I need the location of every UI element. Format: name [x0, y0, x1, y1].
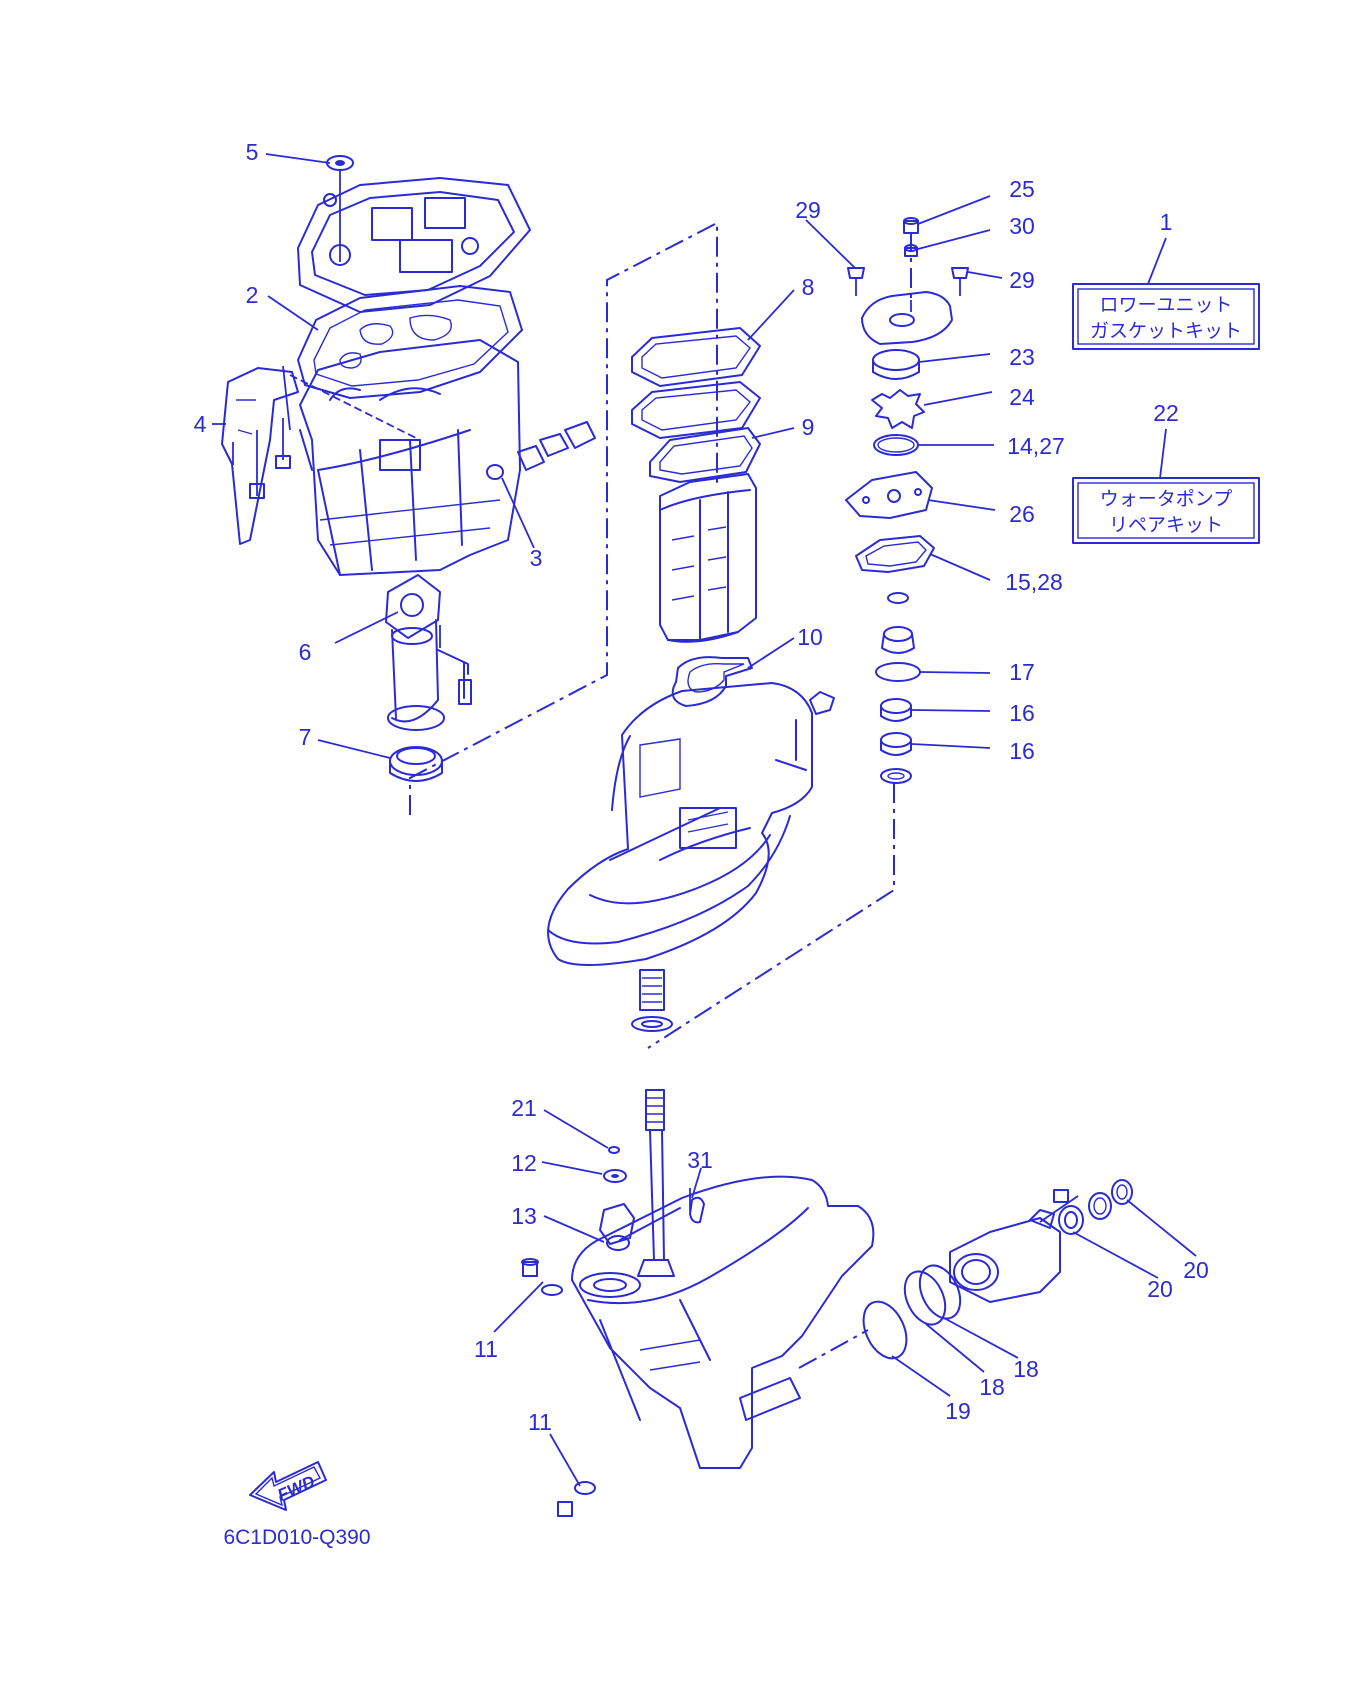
- callout-8: 8: [802, 274, 815, 300]
- callout-20-left: 20: [1147, 1276, 1173, 1302]
- callout-16-lower: 16: [1009, 738, 1035, 764]
- fwd-arrow: FWD: [249, 1461, 327, 1511]
- part-6-bracket: [385, 574, 472, 731]
- lower-casing: [547, 682, 835, 966]
- callout-12: 12: [511, 1150, 537, 1176]
- callout-31: 31: [687, 1147, 713, 1173]
- assembly-lines: [409, 221, 912, 1369]
- callout-7: 7: [299, 724, 312, 750]
- callout-numbers: 5 2 4 3 6 7 8 9 10 29 25 30 29 23 24 14,…: [194, 139, 1209, 1435]
- callout-9: 9: [802, 414, 815, 440]
- gear-case: [571, 1175, 875, 1469]
- kit-box-water-pump-repair[interactable]: 22 ウォータポンプ リペアキット: [1072, 400, 1260, 544]
- part-10-gasket: [671, 656, 753, 707]
- kit-name-line1: ロワーユニット: [1099, 295, 1232, 316]
- callout-5: 5: [246, 139, 259, 165]
- callout-21: 21: [511, 1095, 537, 1121]
- callout-17: 17: [1009, 659, 1035, 685]
- callout-20-right: 20: [1183, 1257, 1209, 1283]
- leader-lines: [212, 153, 1197, 1487]
- callout-29-right: 29: [1009, 267, 1035, 293]
- callout-11-upper: 11: [474, 1336, 498, 1362]
- drive-shaft: [631, 969, 675, 1277]
- callout-23: 23: [1009, 344, 1035, 370]
- part-7-seal: [389, 746, 443, 782]
- callout-25: 25: [1009, 176, 1035, 202]
- callout-30: 30: [1009, 213, 1035, 239]
- water-pump-parts: [845, 217, 969, 784]
- callout-29-left: 29: [795, 197, 821, 223]
- callout-16-upper: 16: [1009, 700, 1035, 726]
- part-5-plug: [326, 155, 354, 262]
- gear-case-small-parts: [521, 1146, 1133, 1517]
- kit-name-line1: ウォータポンプ: [1100, 488, 1232, 510]
- callout-3: 3: [530, 545, 543, 571]
- callout-11-lower: 11: [528, 1409, 552, 1435]
- kit-number-22: 22: [1153, 400, 1179, 426]
- callout-14-27: 14,27: [1007, 433, 1065, 459]
- fwd-label: FWD: [275, 1472, 318, 1505]
- kit-number-1: 1: [1160, 209, 1173, 235]
- kit-name-line2: リペアキット: [1109, 515, 1223, 536]
- callout-10: 10: [797, 624, 823, 650]
- callout-18-right: 18: [1013, 1356, 1039, 1382]
- callout-15-28: 15,28: [1005, 569, 1063, 595]
- callout-13: 13: [511, 1203, 537, 1229]
- kit-box-lower-unit-gasket[interactable]: 1 ロワーユニット ガスケットキット: [1072, 209, 1260, 350]
- callout-24: 24: [1009, 384, 1035, 410]
- parts-8-9-gaskets: [631, 327, 761, 483]
- callout-26: 26: [1009, 501, 1035, 527]
- extension-case: [659, 473, 757, 643]
- upper-casing-assembly: [221, 177, 596, 576]
- callout-19: 19: [945, 1398, 971, 1424]
- kit-name-line2: ガスケットキット: [1090, 320, 1242, 342]
- callout-2: 2: [246, 282, 259, 308]
- callout-6: 6: [299, 639, 312, 665]
- diagram-code: 6C1D010-Q390: [223, 1526, 370, 1549]
- callout-4: 4: [194, 411, 207, 437]
- callout-18-left: 18: [979, 1374, 1005, 1400]
